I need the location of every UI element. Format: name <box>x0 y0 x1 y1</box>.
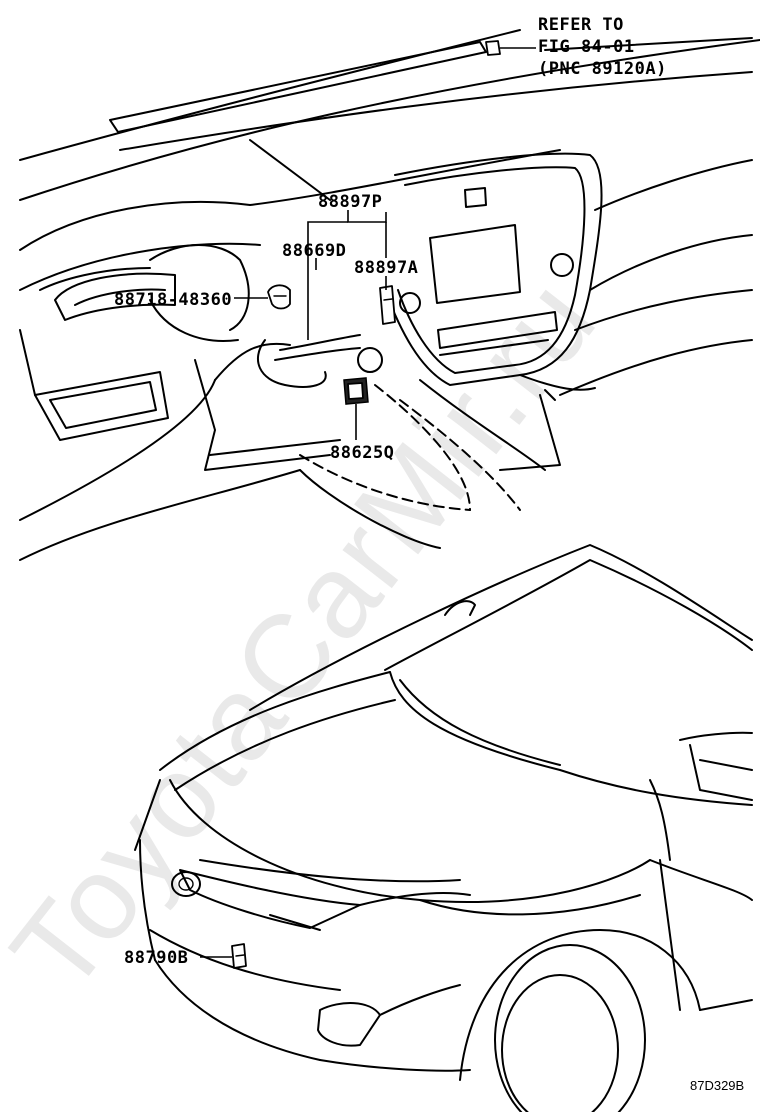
instrument-panel-drawing <box>19 29 760 561</box>
part-label-88790B: 88790B <box>124 948 188 968</box>
reference-line-1: REFER TO <box>538 15 624 35</box>
part-label-88625Q: 88625Q <box>330 443 394 463</box>
part-label-88897A: 88897A <box>354 258 418 278</box>
watermark-text: ToyotaCarMir.ru <box>0 255 622 1016</box>
reference-line-2: FIG 84-01 <box>538 37 635 57</box>
leader-lines <box>200 47 536 958</box>
diagram-code: 87D329B <box>690 1078 744 1093</box>
part-label-88897P: 88897P <box>318 192 382 212</box>
part-label-88718-48360: 88718-48360 <box>114 290 232 310</box>
vehicle-front-drawing <box>134 544 753 1117</box>
part-label-88669D: 88669D <box>282 241 346 261</box>
reference-line-3: (PNC 89120A) <box>538 59 667 79</box>
